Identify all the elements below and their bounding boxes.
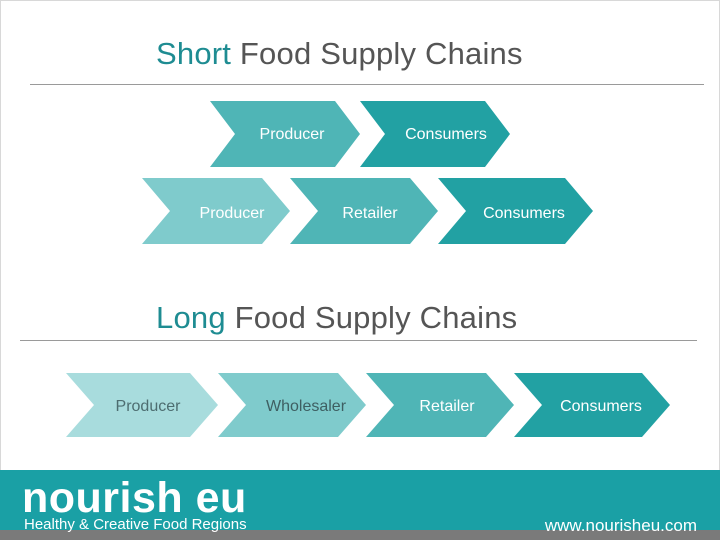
brand-logo-text: nourish eu bbox=[22, 474, 247, 522]
chevron-shape bbox=[514, 373, 670, 437]
chevron-short-b-retailer: Retailer bbox=[290, 178, 438, 244]
footer-bottom-strip bbox=[0, 530, 720, 540]
chevron-shape bbox=[210, 101, 360, 167]
short-flow-a: Producer Consumers bbox=[210, 101, 510, 167]
chevron-shape bbox=[366, 373, 514, 437]
chevron-long-wholesaler: Wholesaler bbox=[218, 373, 366, 437]
chevron-label: Consumers bbox=[483, 205, 565, 222]
short-chain-title: Short Food Supply Chains bbox=[156, 36, 523, 72]
chevron-label: Retailer bbox=[419, 398, 475, 415]
long-flow: Producer Wholesaler Retailer Consumers bbox=[66, 373, 670, 437]
chevron-shape bbox=[142, 178, 290, 244]
chevron-shape bbox=[290, 178, 438, 244]
long-chain-title: Long Food Supply Chains bbox=[156, 300, 517, 336]
long-title-keyword: Long bbox=[156, 300, 226, 335]
chevron-label: Consumers bbox=[405, 126, 487, 143]
chevron-label: Retailer bbox=[342, 205, 398, 222]
chevron-short-b-producer: Producer bbox=[142, 178, 290, 244]
chevron-shape bbox=[66, 373, 218, 437]
chevron-short-a-producer: Producer bbox=[210, 101, 360, 167]
supply-chain-flows: Producer Consumers Producer Retailer Con… bbox=[66, 101, 670, 437]
long-title-rule bbox=[20, 340, 697, 341]
chevron-label: Producer bbox=[260, 126, 326, 143]
website-link[interactable]: www.nourisheu.com bbox=[544, 516, 697, 535]
chevron-label: Wholesaler bbox=[266, 398, 347, 415]
chevron-shape bbox=[360, 101, 510, 167]
long-title-rest: Food Supply Chains bbox=[225, 300, 518, 335]
short-title-rest: Food Supply Chains bbox=[231, 36, 523, 71]
chevron-short-b-consumers: Consumers bbox=[438, 178, 593, 244]
chevron-long-producer: Producer bbox=[66, 373, 218, 437]
brand-tagline: Healthy & Creative Food Regions bbox=[24, 516, 247, 533]
short-title-rule bbox=[30, 84, 704, 85]
chevron-label: Consumers bbox=[560, 398, 642, 415]
short-flow-b: Producer Retailer Consumers bbox=[142, 178, 593, 244]
chevron-shape bbox=[438, 178, 593, 244]
chevron-long-consumers: Consumers bbox=[514, 373, 670, 437]
short-title-keyword: Short bbox=[156, 36, 232, 71]
chevron-long-retailer: Retailer bbox=[366, 373, 514, 437]
chevron-short-a-consumers: Consumers bbox=[360, 101, 510, 167]
footer-banner bbox=[0, 470, 720, 540]
chevron-shape bbox=[218, 373, 366, 437]
chevron-label: Producer bbox=[200, 205, 266, 222]
chevron-label: Producer bbox=[116, 398, 182, 415]
